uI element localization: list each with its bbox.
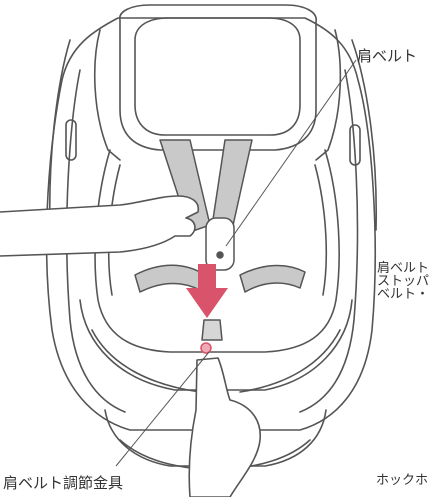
seat-right-wing: [300, 70, 357, 412]
lower-hand: [189, 358, 260, 497]
crotch-strap: [202, 320, 222, 340]
buckle-ring: [201, 343, 211, 353]
headrest: [120, 5, 316, 150]
label-shoulder-belt-adjuster: 肩ベルト調節金具: [3, 476, 123, 490]
label-hook: ホックホ: [376, 474, 428, 488]
left-waist-belt: [135, 265, 205, 292]
label-shoulder-belt: 肩ベルト: [357, 49, 417, 63]
right-shoulder-belt: [212, 140, 252, 230]
headrest-inner: [135, 18, 300, 135]
label-shoulder-belt-stopper: 肩ベルト ストッパ ベルト・: [377, 262, 429, 301]
headrest-right-side: [316, 30, 340, 160]
adjuster-dot: [217, 252, 223, 258]
right-waist-belt: [240, 266, 305, 292]
backrest-inner-line-right: [315, 165, 326, 295]
seat-right-edge: [352, 40, 376, 230]
headrest-left-side: [95, 30, 120, 160]
belt-adjuster: [206, 218, 234, 270]
